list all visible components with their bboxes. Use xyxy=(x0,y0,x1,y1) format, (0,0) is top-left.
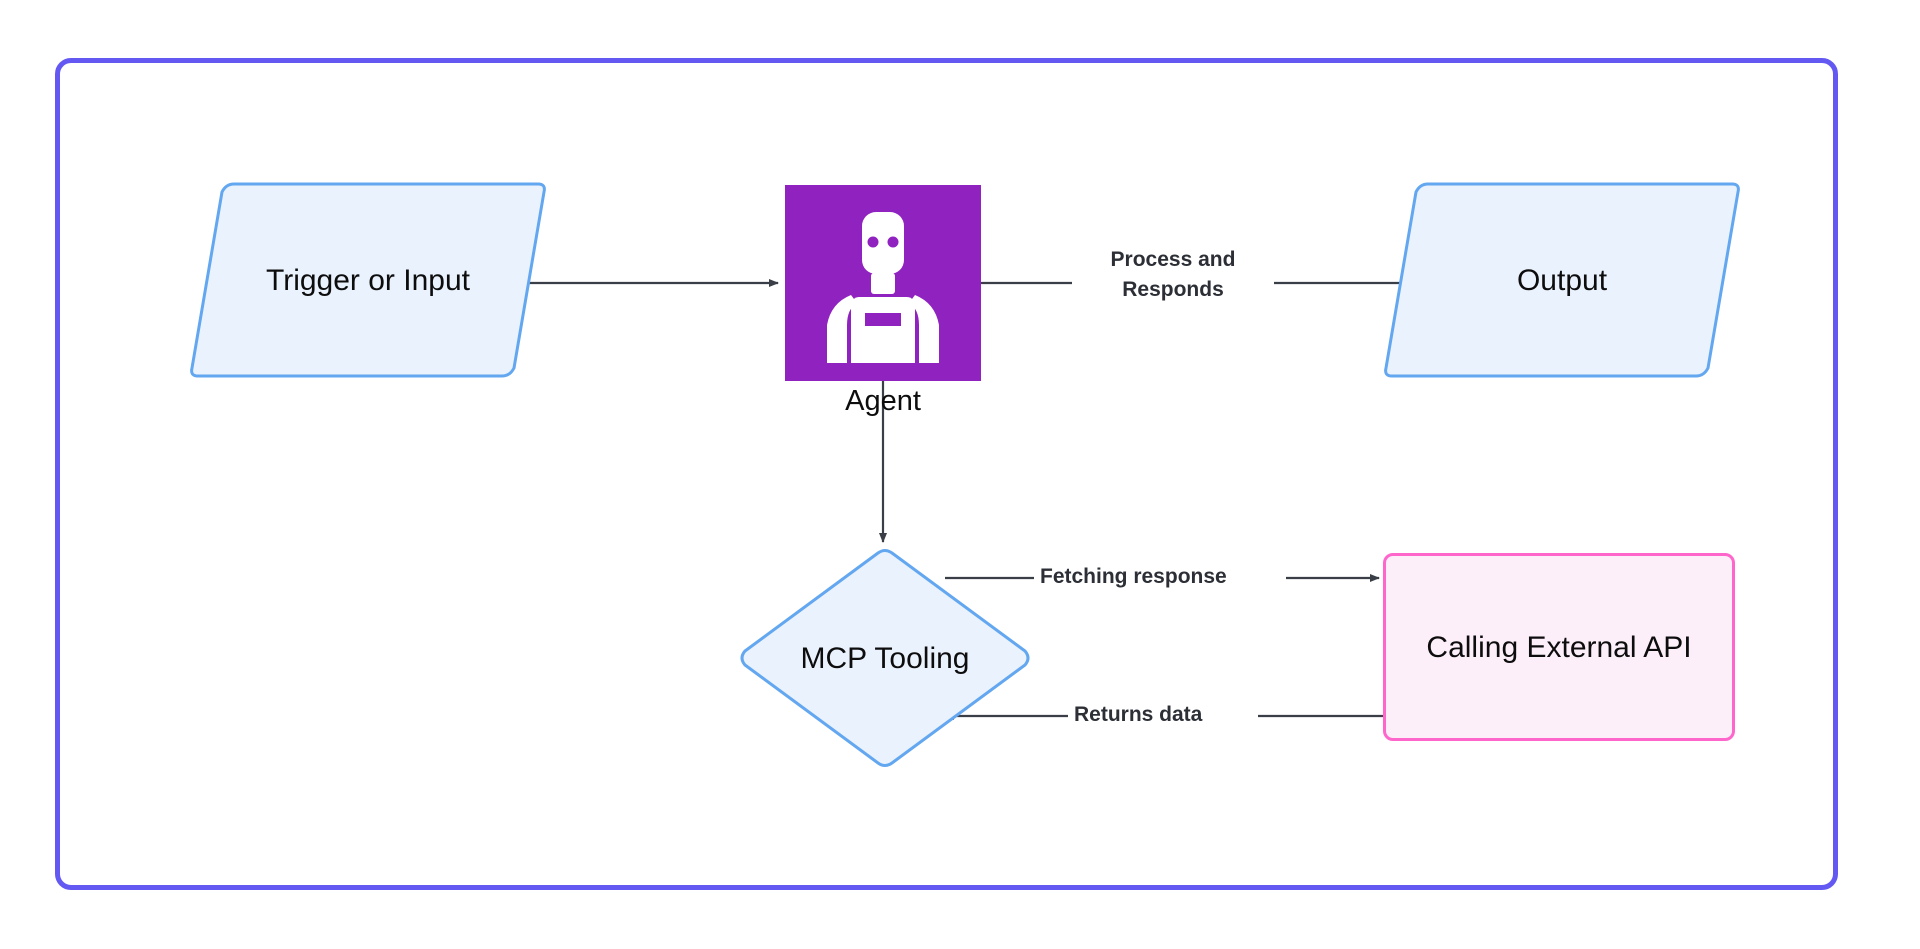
node-agent[interactable]: Agent xyxy=(785,185,981,417)
edge-label-line-1: Process and xyxy=(1110,248,1236,271)
node-output[interactable]: Output xyxy=(1382,180,1742,380)
node-mcp-tooling[interactable]: MCP Tooling xyxy=(740,548,1030,768)
robot-agent-icon xyxy=(827,212,939,363)
edge-label-returns-data: Returns data xyxy=(1068,700,1209,730)
node-trigger-or-input[interactable]: Trigger or Input xyxy=(188,180,548,380)
edge-label-line-2: Responds xyxy=(1122,277,1224,301)
parallelogram-shape xyxy=(188,180,548,380)
agent-tile-background xyxy=(785,185,981,381)
diamond-shape xyxy=(740,548,1030,768)
node-label-calling-external-api: Calling External API xyxy=(1426,630,1692,664)
edge-label-process-and-responds: Process and Responds xyxy=(1072,245,1274,305)
node-label-agent: Agent xyxy=(845,385,921,417)
parallelogram-shape xyxy=(1382,180,1742,380)
node-calling-external-api[interactable]: Calling External API xyxy=(1383,553,1735,741)
edge-label-fetching-response: Fetching response xyxy=(1034,562,1233,592)
diagram-outer-frame xyxy=(55,58,1838,890)
